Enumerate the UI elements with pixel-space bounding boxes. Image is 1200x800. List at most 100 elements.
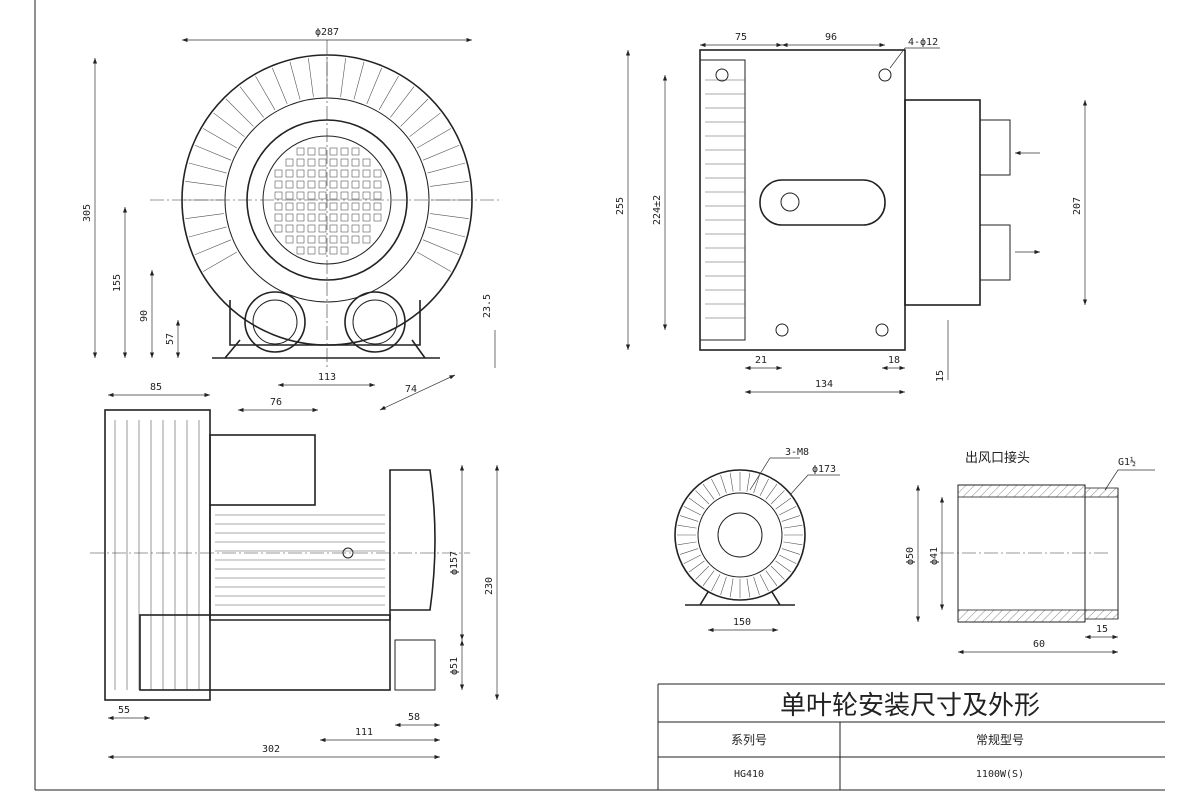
grille-slot — [329, 235, 338, 244]
drawing-line — [729, 578, 734, 598]
grille-slot — [340, 224, 349, 233]
drawing-line — [775, 560, 792, 573]
dim-96: 96 — [825, 32, 837, 43]
grille-slot — [285, 158, 294, 167]
dim-18: 18 — [888, 355, 900, 366]
grille-slot — [285, 202, 294, 211]
dim-15: 15 — [935, 370, 946, 382]
grille-slot — [329, 246, 338, 255]
mount-hole — [875, 323, 889, 337]
grille-slot — [307, 191, 316, 200]
drawing-line — [353, 61, 365, 100]
end-inner-ring — [697, 492, 783, 578]
drawing-line — [188, 226, 227, 238]
fan-housing — [104, 409, 211, 701]
grille-slot — [318, 180, 327, 189]
grille-slot — [340, 191, 349, 200]
grille-slot — [274, 224, 283, 233]
dim-111: 111 — [355, 727, 373, 738]
drawing-line — [430, 181, 469, 187]
grille-slot — [351, 235, 360, 244]
grille-slots — [274, 147, 382, 255]
grille-slot — [307, 169, 316, 178]
dim-front-height: 305 — [82, 204, 93, 222]
drawing-line — [702, 483, 715, 500]
drawing-line — [765, 570, 778, 587]
dim-224: 224±2 — [652, 195, 663, 225]
grille-slot — [307, 180, 316, 189]
inlet-port — [244, 291, 306, 353]
drawing-line — [390, 86, 415, 118]
grille-slot — [285, 224, 294, 233]
dim-60: 60 — [1033, 639, 1045, 650]
drawing-line — [770, 490, 785, 505]
drawing-line — [781, 515, 801, 522]
dim-50: ϕ50 — [905, 547, 916, 565]
dim-255: 255 — [615, 197, 626, 215]
grille-slot — [274, 202, 283, 211]
grille-slot — [296, 213, 305, 222]
fitting-body — [957, 484, 1086, 623]
grille-slot — [296, 202, 305, 211]
drawing-line — [711, 574, 721, 592]
model-value: 1100W(S) — [976, 769, 1024, 780]
end-feet — [685, 591, 795, 606]
end-hub — [717, 512, 763, 558]
grille-slot — [274, 180, 283, 189]
drawing-line — [759, 574, 769, 592]
drawing-line — [683, 554, 701, 564]
drawing-line — [770, 565, 785, 580]
drawing-line — [695, 565, 710, 580]
outlet-fitting-view: 出风口接头 G1½ ϕ50 ϕ41 15 60 — [905, 450, 1155, 655]
motor-body — [209, 469, 436, 621]
side-fins — [705, 79, 745, 319]
dim-front-diameter: ϕ287 — [315, 27, 339, 38]
drawing-line — [759, 478, 769, 496]
drawing-line — [203, 128, 238, 149]
front-view: ϕ287 305 155 90 57 23.5 113 76 74 — [82, 27, 500, 413]
leader-line — [789, 474, 840, 496]
mount-feet — [212, 339, 440, 359]
drawing-line — [679, 515, 699, 522]
drawing-line — [416, 251, 451, 272]
drawing-line — [746, 472, 751, 492]
grille-slot — [296, 180, 305, 189]
terminal-box — [209, 434, 316, 506]
drawing-line — [427, 226, 466, 238]
dim-76: 76 — [270, 397, 282, 408]
grille-slot — [296, 224, 305, 233]
drawing-line — [289, 61, 301, 100]
header-series: 系列号 — [731, 733, 767, 747]
drawing-line — [185, 181, 224, 187]
dim-134: 134 — [815, 379, 833, 390]
drawing-line — [720, 474, 727, 494]
grille-slot — [296, 158, 305, 167]
motor-body — [904, 99, 981, 306]
grille-slot — [307, 213, 316, 222]
drawing-line — [729, 472, 734, 492]
grille-slot — [340, 246, 349, 255]
grille-slot — [362, 169, 371, 178]
dim-base-height: 57 — [165, 333, 176, 345]
grille-slot — [296, 246, 305, 255]
drawing-line — [422, 239, 460, 256]
grille-slot — [329, 180, 338, 189]
grille-slot — [340, 180, 349, 189]
grille-slot — [340, 169, 349, 178]
leader-line — [889, 47, 940, 69]
grille-slot — [318, 147, 327, 156]
grille-slot — [340, 158, 349, 167]
drawing-line — [753, 474, 760, 494]
grille-slot — [329, 158, 338, 167]
drawing-title: 单叶轮安装尺寸及外形 — [780, 691, 1040, 721]
grille-slot — [318, 224, 327, 233]
housing-ribs — [114, 420, 200, 690]
grille-slot — [307, 147, 316, 156]
drawing-line — [225, 98, 254, 127]
grille-slot — [318, 158, 327, 167]
drawing-line — [677, 541, 697, 546]
dim-302: 302 — [262, 744, 280, 755]
grille-slot — [362, 158, 371, 167]
dim-51: ϕ51 — [449, 657, 460, 675]
